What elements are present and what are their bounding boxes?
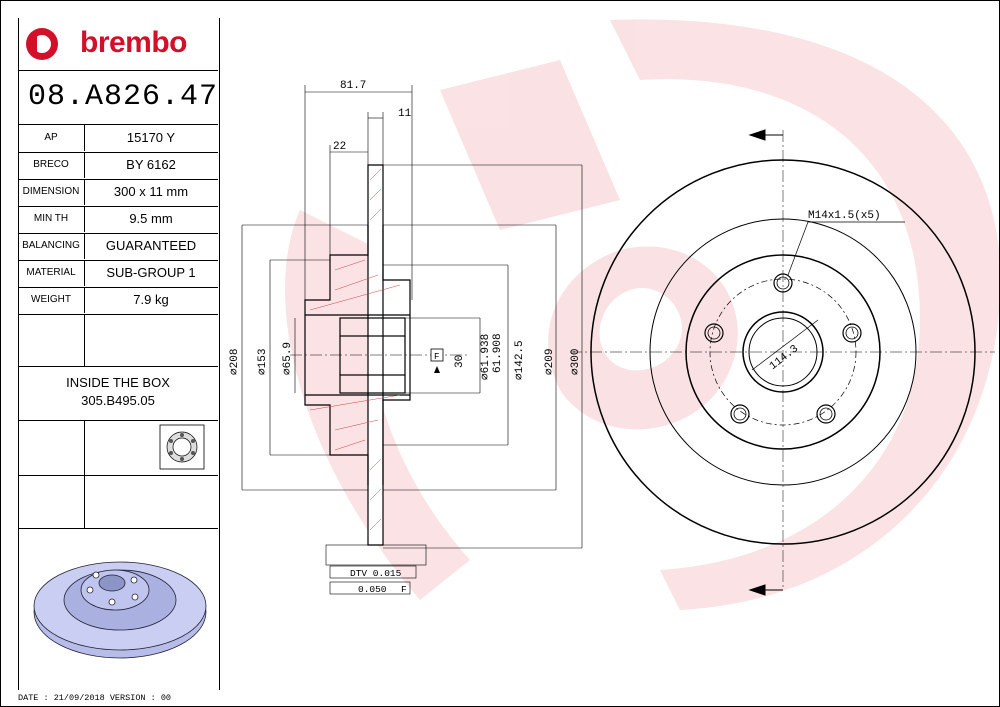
spec-row-dimension: DIMENSION 300 x 11 mm xyxy=(18,179,218,207)
spec-key: BALANCING xyxy=(18,233,85,259)
spec-value: 15170 Y xyxy=(126,130,176,145)
dimension-lines xyxy=(241,85,583,595)
datum-f-label: F xyxy=(434,352,439,362)
spec-row-balancing: BALANCING GUARANTEED xyxy=(18,233,218,261)
dim-bearing-hi: ∅61.938 xyxy=(480,334,492,380)
inside-box-cell xyxy=(18,366,218,421)
spec-key: MIN TH xyxy=(18,206,85,232)
inside-box-title: INSIDE THE BOX xyxy=(66,375,170,390)
dim-d153: ∅153 xyxy=(257,349,269,375)
runout-ref: F xyxy=(401,584,407,595)
front-view xyxy=(570,129,995,596)
dim-hat-offset: 22 xyxy=(333,141,346,153)
brand-wordmark: brembo xyxy=(80,26,188,59)
dim-d209: ∅209 xyxy=(544,349,556,375)
dim-bearing-lo: 61.908 xyxy=(492,333,504,373)
runout-value: 0.050 xyxy=(358,584,387,595)
dim-overall-width: 81.7 xyxy=(340,80,366,92)
dim-d659: ∅65.9 xyxy=(282,342,294,375)
spec-key: DIMENSION xyxy=(18,179,85,205)
spec-key: BRECO xyxy=(18,152,85,178)
bearing-icon xyxy=(159,424,205,470)
spec-row-ap: AP 15170 Y xyxy=(18,125,218,153)
section-view xyxy=(290,164,470,546)
logo-area: brembo xyxy=(18,18,218,71)
spec-value: 7.9 kg xyxy=(133,292,169,307)
blank-row-1 xyxy=(18,314,218,367)
dim-d300: ∅300 xyxy=(570,349,582,375)
spec-value: 9.5 mm xyxy=(129,211,173,226)
spec-key: MATERIAL xyxy=(18,260,85,286)
dim-d208: ∅208 xyxy=(229,349,241,375)
spec-row-material: MATERIAL SUB-GROUP 1 xyxy=(18,260,218,288)
spec-sidebar xyxy=(18,18,220,690)
spec-value: SUB-GROUP 1 xyxy=(106,265,196,280)
spec-row-weight: WEIGHT 7.9 kg xyxy=(18,287,218,315)
spec-row-breco: BRECO BY 6162 xyxy=(18,152,218,180)
bolt-size-label: M14x1.5(x5) xyxy=(808,210,881,222)
part-number: 08.A826.47 xyxy=(18,70,218,125)
bearing-row xyxy=(18,420,218,476)
spec-value: BY 6162 xyxy=(126,157,176,172)
dim-d1425: ∅142.5 xyxy=(514,340,526,380)
dtv-label: DTV 0.015 xyxy=(350,568,402,579)
spec-value: GUARANTEED xyxy=(105,238,197,253)
pcd-label: 114.3 xyxy=(768,343,801,373)
dim-thickness: 11 xyxy=(398,108,412,120)
datum-f-frame xyxy=(430,348,444,373)
spec-key: WEIGHT xyxy=(18,287,85,313)
blank-row-2 xyxy=(18,475,218,529)
brembo-logo-icon xyxy=(26,28,58,60)
spec-row-min-th: MIN TH 9.5 mm xyxy=(18,206,218,234)
inside-box-part: 305.B495.05 xyxy=(81,393,155,408)
date-version: DATE : 21/09/2018 VERSION : 00 xyxy=(18,693,172,703)
spec-value: 300 x 11 mm xyxy=(113,184,189,199)
spec-key: AP xyxy=(18,125,85,151)
disc-thumbnail xyxy=(33,561,207,659)
inside-the-box: INSIDE THE BOX 305.B495.05 xyxy=(18,368,218,422)
dim-tol-30: 30 xyxy=(454,355,466,368)
